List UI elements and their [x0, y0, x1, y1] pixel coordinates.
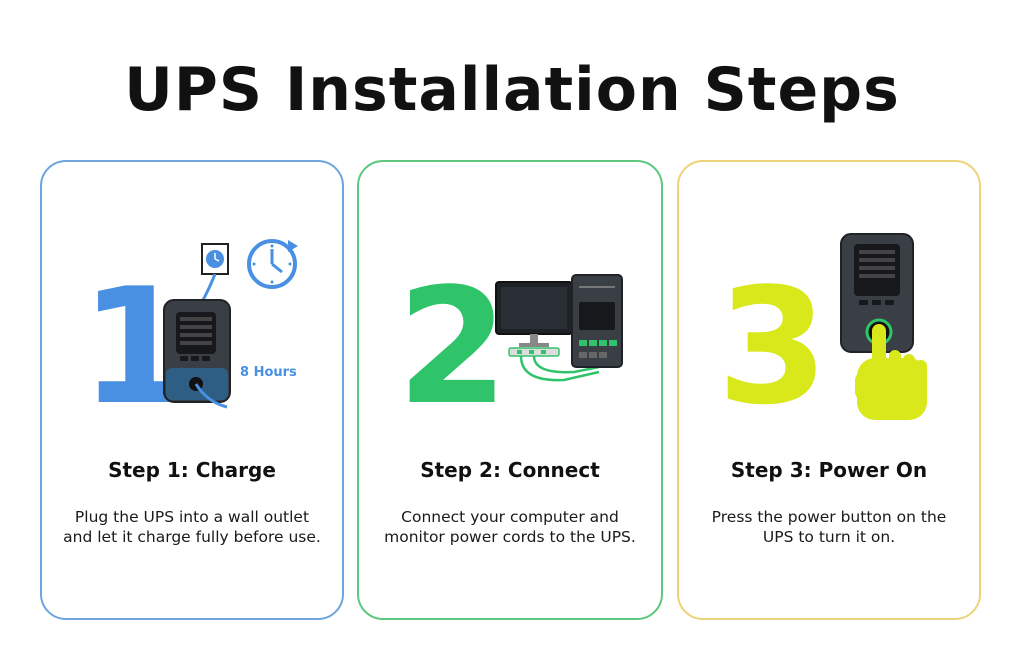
clock-icon [247, 239, 298, 289]
step-title-2: Step 2: Connect [420, 458, 600, 482]
step-description-3: Press the power button on the UPS to tur… [711, 508, 947, 546]
connect-illustration: 2 [397, 253, 623, 440]
charge-illustration: 1 [80, 239, 298, 440]
step-title-1: Step 1: Charge [108, 458, 276, 482]
charge-time-label: 8 Hours [240, 365, 297, 380]
power-strip-icon [508, 347, 560, 357]
step-card-3: 3 Step 3: Power On Press the power butto… [677, 160, 981, 620]
pointing-hand-icon [855, 324, 927, 420]
power-on-illustration: 3 [717, 233, 927, 440]
step-card-1: 1 [40, 160, 344, 620]
step-number-2: 2 [397, 253, 508, 440]
step-title-3: Step 3: Power On [730, 458, 928, 482]
step-description-1: Plug the UPS into a wall outlet and let … [63, 508, 321, 546]
ups-device-icon [571, 274, 623, 368]
page-title: UPS Installation Steps [124, 55, 900, 125]
monitor-icon [495, 281, 573, 347]
wall-outlet-icon [201, 243, 229, 275]
step-card-2: 2 Step 2: Conn [357, 160, 663, 620]
step-description-2: Connect your computer and monitor power … [384, 508, 636, 546]
step-number-3: 3 [717, 253, 828, 440]
